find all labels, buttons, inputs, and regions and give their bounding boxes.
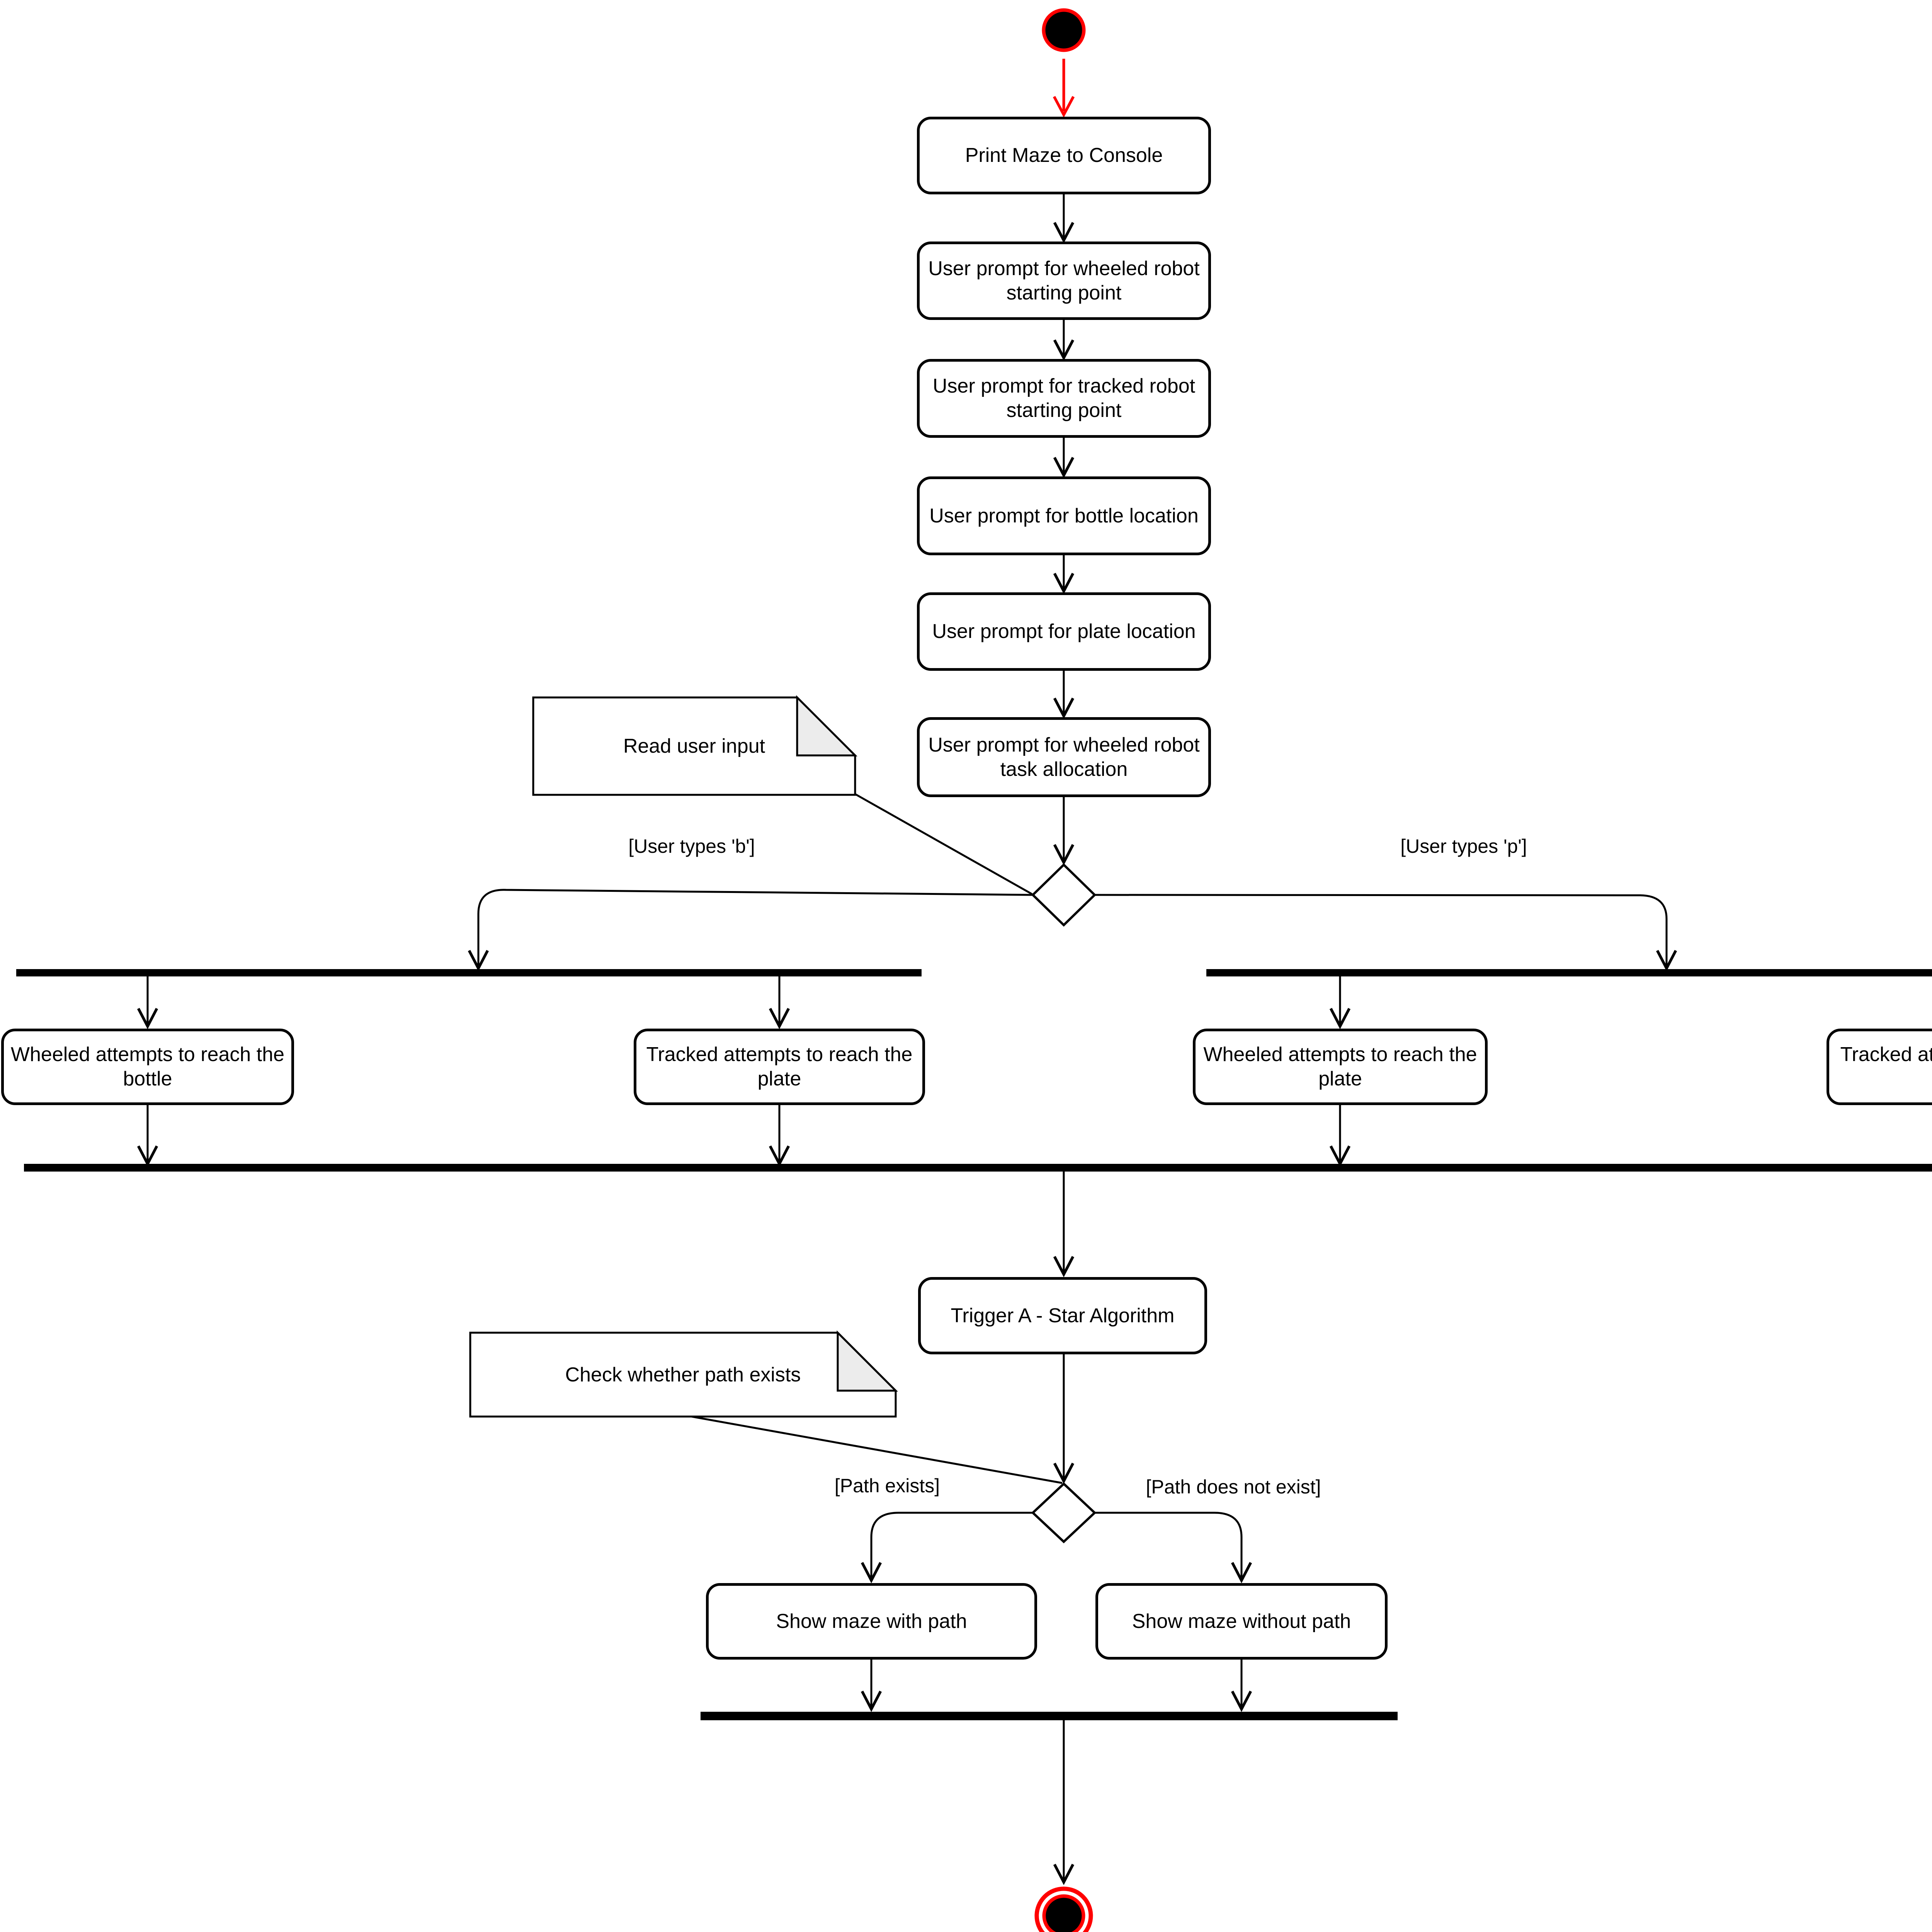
- edge-decision2-to-show-with: [870, 1512, 1033, 1577]
- activity-wheeled-bottle: Wheeled attempts to reach the bottle: [1, 1029, 294, 1105]
- activity-prompt-bottle: User prompt for bottle location: [917, 476, 1211, 555]
- activity-print-maze: Print Maze to Console: [917, 117, 1211, 194]
- activity-prompt-task-alloc: User prompt for wheeled robot task alloc…: [917, 717, 1211, 797]
- decision-task-allocation-diamond: [1031, 863, 1097, 927]
- note-read-user-input: Read user input: [623, 735, 765, 757]
- guard-path-does-not-exist: [Path does not exist]: [1146, 1476, 1321, 1498]
- activity-prompt-plate: User prompt for plate location: [917, 592, 1211, 671]
- note-read-user-input-shape: [532, 696, 856, 796]
- note-check-path-fold-icon: [837, 1330, 898, 1392]
- decision-path-exists-diamond: [1031, 1482, 1097, 1544]
- activity-tracked-plate: Tracked attempts to reach the plate: [634, 1029, 925, 1105]
- guard-path-exists: [Path exists]: [834, 1475, 940, 1497]
- edge-decision-to-right-fork: [1094, 894, 1668, 965]
- activity-wheeled-plate: Wheeled attempts to reach the plate: [1193, 1029, 1488, 1105]
- activity-prompt-tracked-start: User prompt for tracked robot starting p…: [917, 359, 1211, 438]
- activity-show-with-path: Show maze with path: [706, 1583, 1037, 1660]
- guard-user-types-p: [User types 'p']: [1400, 835, 1527, 857]
- initial-node: [1042, 8, 1086, 52]
- edge-note-read-input: [854, 793, 1033, 895]
- activity-show-without-path: Show maze without path: [1095, 1583, 1388, 1660]
- activity-tracked-bottle: Tracked attempts to reach the bottle: [1827, 1029, 1932, 1105]
- guard-user-types-b: [User types 'b']: [628, 835, 755, 857]
- join-bar-main: [24, 1164, 1932, 1172]
- note-check-path-exists: Check whether path exists: [565, 1363, 801, 1386]
- note-check-path-shape: [469, 1332, 897, 1418]
- fork-bar-right: [1206, 969, 1932, 976]
- activity-prompt-wheeled-start: User prompt for wheeled robot starting p…: [917, 242, 1211, 320]
- edge-decision-to-left-fork: [477, 889, 1033, 965]
- edge-decision2-to-show-without: [1095, 1512, 1243, 1577]
- fork-bar-left: [16, 969, 922, 976]
- join-bar-final: [701, 1712, 1398, 1720]
- activity-trigger-astar: Trigger A - Star Algorithm: [918, 1277, 1207, 1354]
- final-node-core: [1042, 1894, 1085, 1932]
- edge-note-check-path: [687, 1415, 1063, 1484]
- note-read-user-input-fold-icon: [796, 695, 858, 757]
